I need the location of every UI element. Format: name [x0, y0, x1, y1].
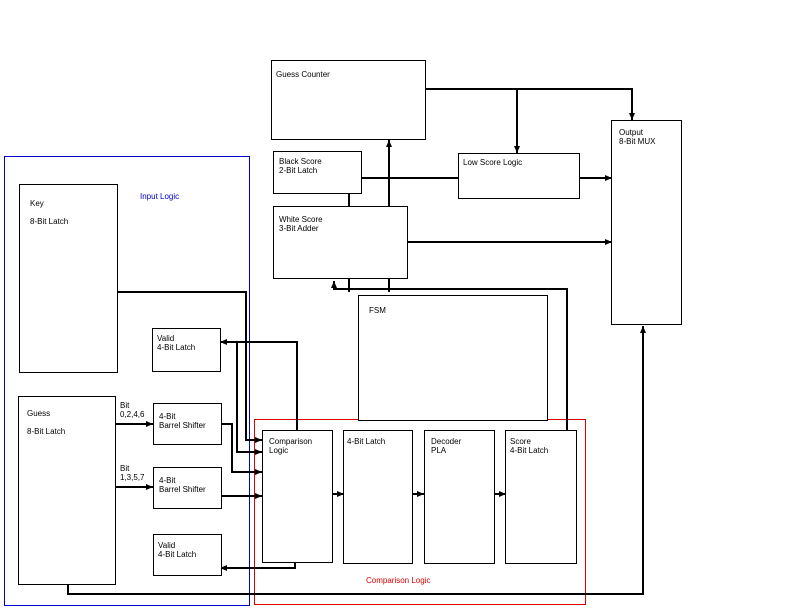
- wire-score-feedback: [331, 281, 568, 430]
- four-bit-latch-label: 4-Bit Latch: [347, 437, 386, 446]
- guess-latch-block: Guess 8-Bit Latch: [18, 396, 116, 585]
- fsm-label: FSM: [369, 306, 386, 315]
- comparison-logic-group-label: Comparison Logic: [366, 576, 431, 585]
- fsm-block: FSM: [358, 295, 548, 421]
- key-latch-block: Key 8-Bit Latch: [19, 184, 118, 373]
- score-latch-block: Score 4-Bit Latch: [505, 430, 577, 564]
- output-subtitle: 8-Bit MUX: [619, 137, 656, 146]
- black-score-title: Black Score: [279, 157, 322, 166]
- shifter-bottom-subtitle: Barrel Shifter: [159, 485, 206, 494]
- white-score-title: White Score: [279, 215, 323, 224]
- decoder-subtitle: PLA: [431, 446, 447, 455]
- wire-guess-to-output: [67, 326, 646, 595]
- four-bit-latch-block: 4-Bit Latch: [343, 430, 413, 564]
- comparison-logic-block: Comparison Logic: [262, 430, 333, 563]
- decoder-pla-block: Decoder PLA: [424, 430, 495, 564]
- valid-bottom-title: Valid: [158, 541, 176, 550]
- wire-comparison-to-valid-bottom: [220, 562, 296, 571]
- wire-shifter-top-to-comparison: [222, 423, 262, 475]
- valid-bottom-subtitle: 4-Bit Latch: [158, 550, 197, 559]
- guess-title: Guess: [27, 409, 51, 418]
- low-score-logic-label: Low Score Logic: [463, 158, 523, 167]
- decoder-title: Decoder: [431, 437, 462, 446]
- barrel-shifter-top-block: 4-Bit Barrel Shifter: [153, 403, 222, 445]
- bits-odd-annotation: Bit 1,3,5,7: [120, 464, 144, 482]
- shifter-bottom-title: 4-Bit: [159, 476, 176, 485]
- score-subtitle: 4-Bit Latch: [510, 446, 549, 455]
- comparison-subtitle: Logic: [269, 446, 289, 455]
- wire-key-to-comparison: [117, 291, 262, 443]
- valid-latch-bottom-block: Valid 4-Bit Latch: [153, 534, 222, 576]
- wire-comparison-to-valid-top: [220, 339, 298, 430]
- guess-counter-block: Guess Counter: [271, 60, 426, 140]
- input-logic-group: [4, 156, 250, 606]
- input-logic-label: Input Logic: [140, 192, 180, 201]
- guess-counter-label: Guess Counter: [276, 70, 330, 79]
- output-title: Output: [619, 128, 644, 137]
- valid-latch-top-block: Valid 4-Bit Latch: [152, 328, 221, 372]
- white-score-block: White Score 3-Bit Adder: [273, 206, 408, 279]
- bits-even-values: 0,2,4,6: [120, 410, 145, 419]
- shifter-top-title: 4-Bit: [159, 412, 176, 421]
- score-title: Score: [510, 437, 531, 446]
- black-score-subtitle: 2-Bit Latch: [279, 166, 318, 175]
- comparison-title: Comparison: [269, 437, 313, 446]
- guess-subtitle: 8-Bit Latch: [27, 427, 66, 436]
- shifter-top-subtitle: Barrel Shifter: [159, 421, 206, 430]
- low-score-logic-block: Low Score Logic: [458, 153, 580, 199]
- valid-top-subtitle: 4-Bit Latch: [157, 343, 196, 352]
- barrel-shifter-bottom-block: 4-Bit Barrel Shifter: [153, 467, 222, 509]
- key-subtitle: 8-Bit Latch: [30, 217, 69, 226]
- bits-even-annotation: Bit 0,2,4,6: [120, 401, 144, 419]
- valid-top-title: Valid: [157, 334, 175, 343]
- wire-valid-top-to-comparison: [236, 342, 262, 455]
- bits-odd-values: 1,3,5,7: [120, 473, 145, 482]
- black-score-block: Black Score 2-Bit Latch: [273, 151, 362, 194]
- output-mux-block: Output 8-Bit MUX: [611, 120, 682, 325]
- bits-odd-label: Bit: [120, 464, 130, 473]
- white-score-subtitle: 3-Bit Adder: [279, 224, 319, 233]
- key-title: Key: [30, 199, 44, 208]
- wire-counter-to-output: [426, 88, 635, 120]
- bits-even-label: Bit: [120, 401, 130, 410]
